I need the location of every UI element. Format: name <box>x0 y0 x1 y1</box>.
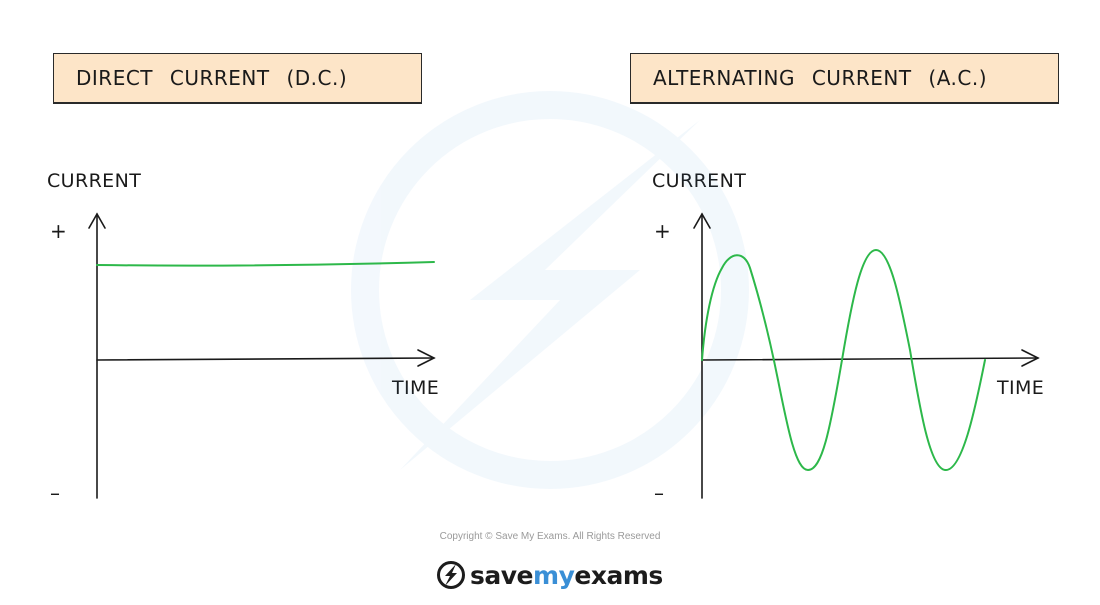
ac-plus-sign: + <box>654 219 671 243</box>
brand-word-exams: exams <box>574 560 663 590</box>
lightning-bolt-icon <box>437 561 465 589</box>
ac-y-axis-label: CURRENT <box>652 170 747 192</box>
copyright-text: Copyright © Save My Exams. All Rights Re… <box>439 531 661 542</box>
dc-x-axis <box>96 357 435 361</box>
dc-x-axis-label: TIME <box>392 377 440 399</box>
brand-word-save: save <box>470 560 534 590</box>
ac-title-box: ALTERNATING CURRENT (A.C.) <box>630 53 1059 103</box>
brand-logo: savemyexams <box>436 558 663 592</box>
dc-y-axis-label: CURRENT <box>47 170 142 192</box>
ac-y-arrow-head <box>693 212 711 229</box>
ac-x-arrow-head <box>1021 349 1040 367</box>
brand-word-my: my <box>533 560 575 590</box>
ac-x-axis <box>701 357 1039 361</box>
dc-current-line <box>96 261 435 267</box>
dc-plus-sign: + <box>50 219 67 243</box>
brand-wordmark: savemyexams <box>470 563 663 588</box>
dc-title-box: DIRECT CURRENT (D.C.) <box>53 53 422 103</box>
dc-title-text: DIRECT CURRENT (D.C.) <box>76 66 348 90</box>
ac-title-text: ALTERNATING CURRENT (A.C.) <box>653 66 988 90</box>
dc-y-arrow-head <box>88 212 106 229</box>
dc-axes <box>88 212 436 499</box>
ac-current-wave <box>701 249 986 471</box>
watermark-logo <box>351 91 749 489</box>
dc-x-arrow-head <box>417 349 436 367</box>
dc-minus-sign: – <box>50 481 60 505</box>
ac-x-axis-label: TIME <box>997 377 1045 399</box>
ac-minus-sign: – <box>654 481 664 505</box>
